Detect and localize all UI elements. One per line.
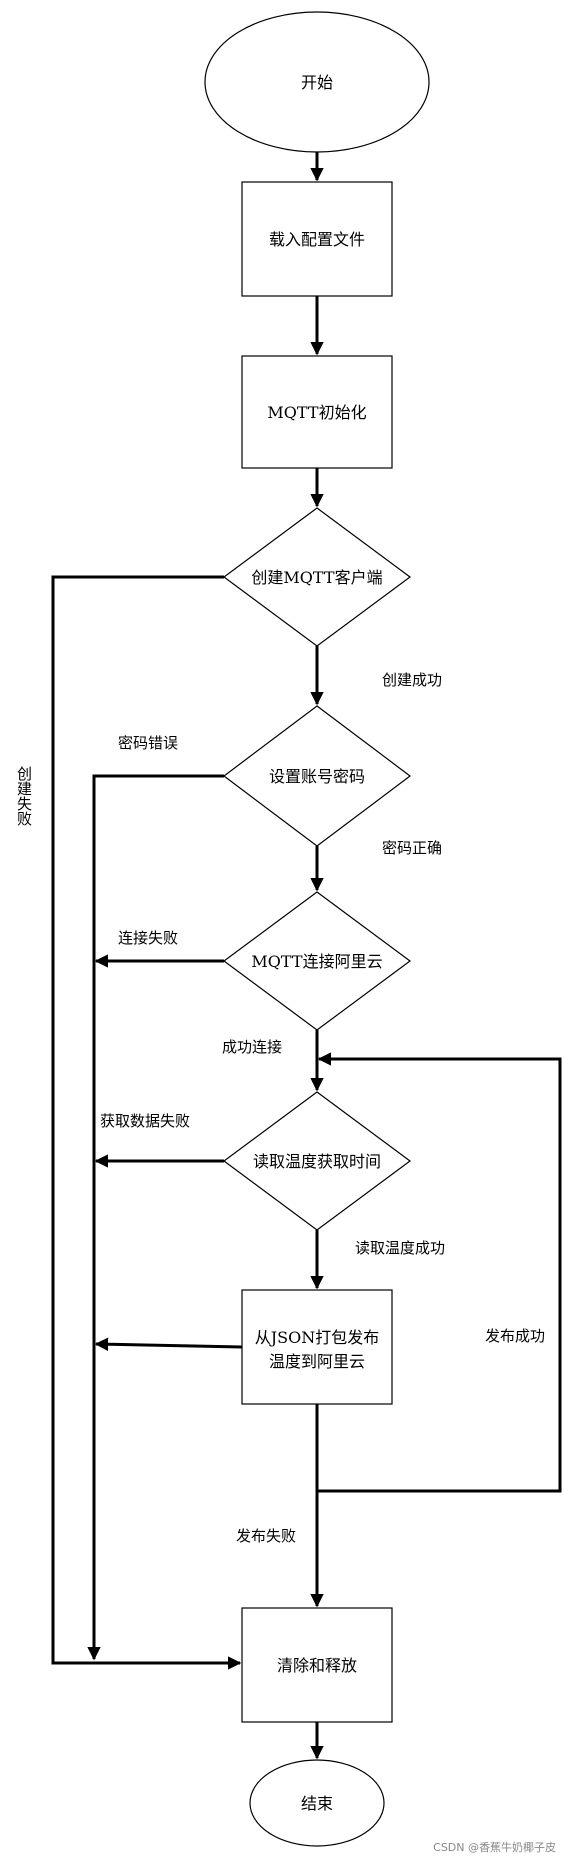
cleanup-node [241, 1607, 393, 1723]
label-publish-success: 发布成功 [485, 1327, 545, 1345]
label-connect-success: 成功连接 [222, 1038, 282, 1056]
load-config-text: 载入配置文件 [269, 230, 365, 249]
publish-text-line2: 温度到阿里云 [269, 1352, 365, 1371]
label-read-success: 读取温度成功 [355, 1239, 445, 1257]
create-client-text: 创建MQTT客户端 [251, 568, 382, 587]
publish-text-line1: 从JSON打包发布 [255, 1328, 380, 1347]
label-create-success: 创建成功 [382, 671, 442, 689]
label-connect-fail: 连接失败 [118, 929, 178, 947]
label-password-ok: 密码正确 [382, 839, 442, 857]
read-temp-text: 读取温度获取时间 [253, 1152, 381, 1171]
label-publish-fail: 发布失败 [236, 1527, 296, 1545]
connect-aliyun-text: MQTT连接阿里云 [251, 952, 382, 971]
set-account-text: 设置账号密码 [269, 767, 365, 786]
label-create-fail: 创建失败 [15, 766, 33, 826]
edge-create-fail [51, 575, 242, 1670]
load-config-node [241, 181, 393, 297]
label-password-error: 密码错误 [118, 734, 178, 752]
publish-node [241, 1289, 393, 1405]
end-text: 结束 [301, 1794, 333, 1813]
edge-publish-fail-left [94, 1337, 243, 1351]
label-read-fail: 获取数据失败 [100, 1112, 190, 1130]
mqtt-init-text: MQTT初始化 [267, 403, 366, 422]
watermark: CSDN @香蕉牛奶椰子皮 [433, 1840, 556, 1854]
edge-password-error [87, 774, 224, 1661]
start-text: 开始 [301, 73, 333, 92]
edge-publish-success-loop [317, 1052, 562, 1493]
mqtt-init-node [241, 355, 393, 469]
cleanup-text: 清除和释放 [277, 1656, 357, 1675]
end-node [249, 1759, 385, 1847]
